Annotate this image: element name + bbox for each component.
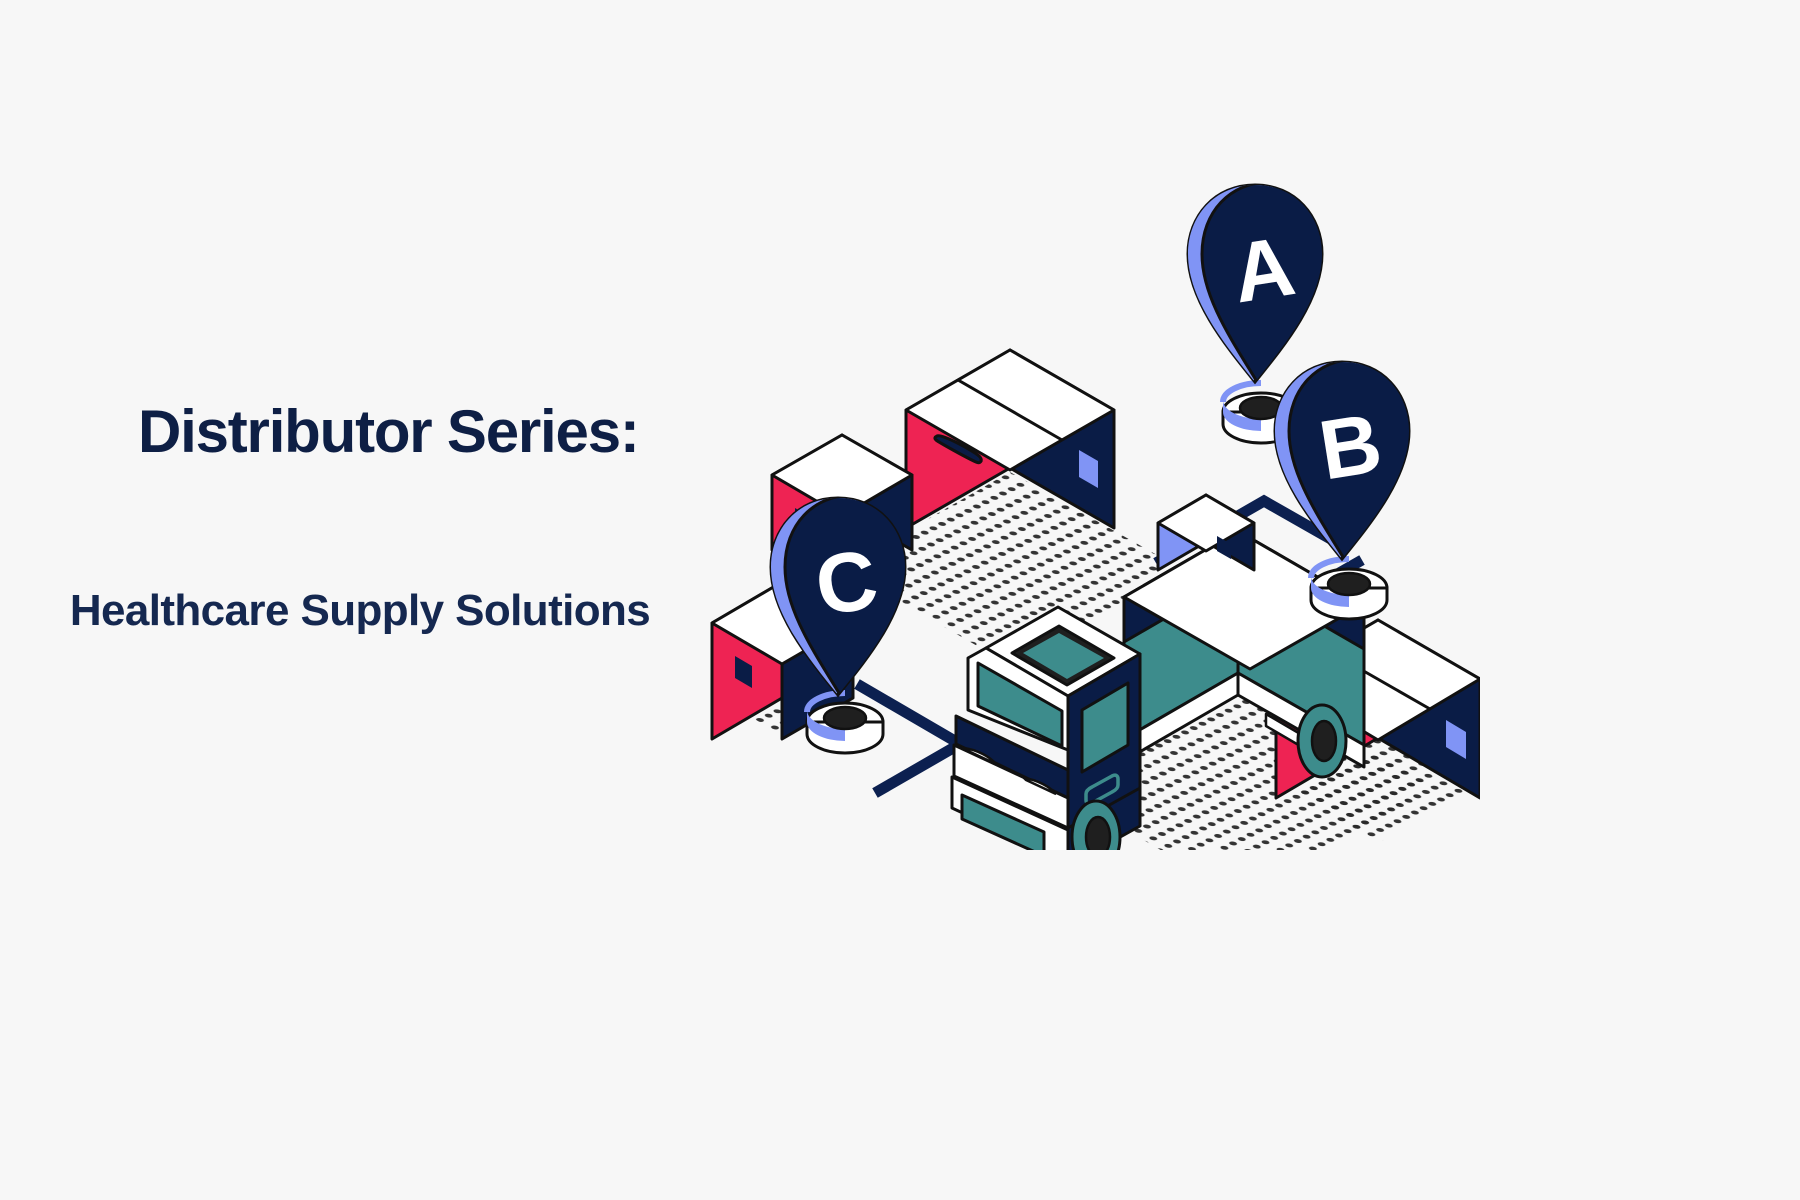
isometric-delivery-illustration: A B C xyxy=(690,150,1480,850)
package-on-truck-roof xyxy=(1156,493,1256,572)
page-title: Distributor Series: xyxy=(138,398,640,465)
truck-wheel-front xyxy=(1070,799,1122,850)
package-label xyxy=(1079,450,1098,488)
truck-headlight-left xyxy=(960,746,997,766)
map-pin-c[interactable]: C xyxy=(769,495,919,703)
truck-door-handle-icon xyxy=(1084,773,1120,806)
package-label xyxy=(735,656,752,688)
delivery-truck xyxy=(950,493,1366,850)
truck-windshield xyxy=(976,661,1064,748)
text-block: Distributor Series: Healthcare Supply So… xyxy=(0,400,820,638)
truck-door-window xyxy=(1080,681,1130,774)
pin-a-label: A xyxy=(1226,218,1301,320)
map-pin-b[interactable]: B xyxy=(1273,359,1423,567)
pin-c-label: C xyxy=(809,531,884,633)
pin-b-label: B xyxy=(1313,395,1388,497)
truck-wheel-rear xyxy=(1296,703,1348,779)
truck-cab-roof-inset-fill xyxy=(1023,633,1104,679)
shadow-top-left-packages xyxy=(842,472,1180,666)
package-label xyxy=(1446,720,1466,759)
truck-headlight-right xyxy=(1020,776,1057,796)
package-large-top-left xyxy=(904,348,1116,530)
pin-base-b xyxy=(1308,556,1389,621)
map-pin-a[interactable]: A xyxy=(1186,182,1336,390)
package-handle-icon xyxy=(933,434,983,465)
page-subtitle: Healthcare Supply Solutions xyxy=(69,586,651,635)
package-label xyxy=(1217,536,1231,559)
truck-lower-bumper-teal xyxy=(960,793,1046,850)
